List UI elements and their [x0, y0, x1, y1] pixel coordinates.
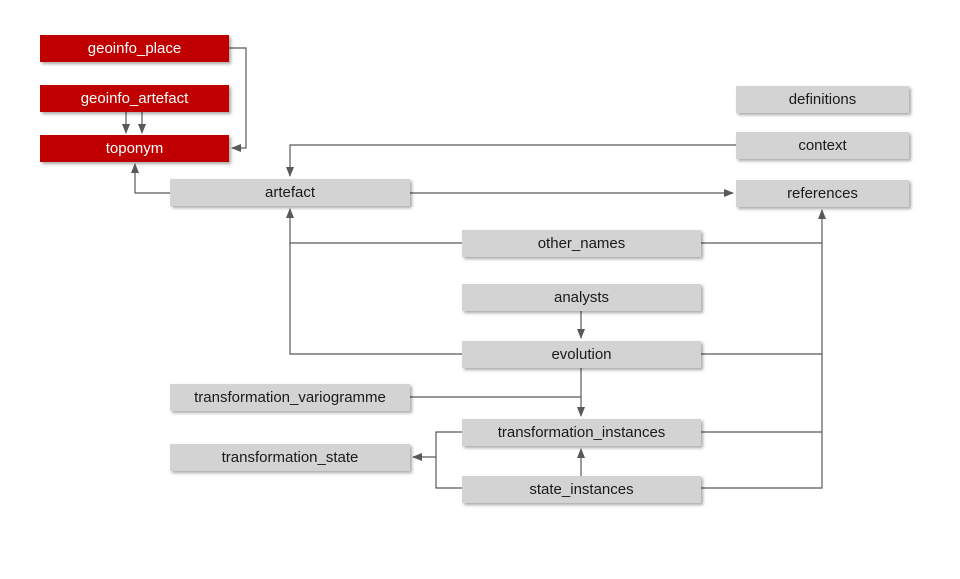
node-label: state_instances: [529, 481, 634, 498]
edge-state_instances-transformation_state: [435, 457, 462, 489]
node-transformation_variogramme: transformation_variogramme: [170, 384, 410, 411]
edge-artefact-toponym: [131, 163, 170, 194]
node-label: transformation_variogramme: [194, 389, 386, 406]
node-label: other_names: [537, 235, 626, 252]
node-label: artefact: [264, 184, 316, 201]
node-label: evolution: [551, 346, 612, 363]
node-label: context: [798, 137, 847, 154]
node-evolution: evolution: [462, 341, 701, 368]
node-transformation_instances: transformation_instances: [462, 419, 701, 446]
node-label: transformation_state: [221, 449, 359, 466]
edge-transformation_instances-transformation_state: [412, 431, 462, 461]
node-label: toponym: [105, 140, 164, 157]
edge-context-artefact: [286, 144, 736, 177]
edge-geoinfo_place-toponym: [229, 47, 247, 152]
edge-other_names-artefact: [286, 208, 462, 244]
node-label: geoinfo_place: [87, 40, 182, 57]
node-definitions: definitions: [736, 86, 909, 113]
edge-evolution-artefact: [289, 243, 462, 355]
node-analysts: analysts: [462, 284, 701, 311]
node-toponym: toponym: [40, 135, 229, 162]
node-other_names: other_names: [462, 230, 701, 257]
node-transformation_state: transformation_state: [170, 444, 410, 471]
node-label: transformation_instances: [497, 424, 666, 441]
node-label: analysts: [553, 289, 610, 306]
node-geoinfo_artefact: geoinfo_artefact: [40, 85, 229, 112]
node-label: geoinfo_artefact: [80, 90, 189, 107]
node-label: references: [787, 185, 858, 202]
node-references: references: [736, 180, 909, 207]
node-state_instances: state_instances: [462, 476, 701, 503]
node-geoinfo_place: geoinfo_place: [40, 35, 229, 62]
edge-state_instances-references: [701, 209, 826, 489]
node-context: context: [736, 132, 909, 159]
node-label: definitions: [788, 91, 857, 108]
node-artefact: artefact: [170, 179, 410, 206]
